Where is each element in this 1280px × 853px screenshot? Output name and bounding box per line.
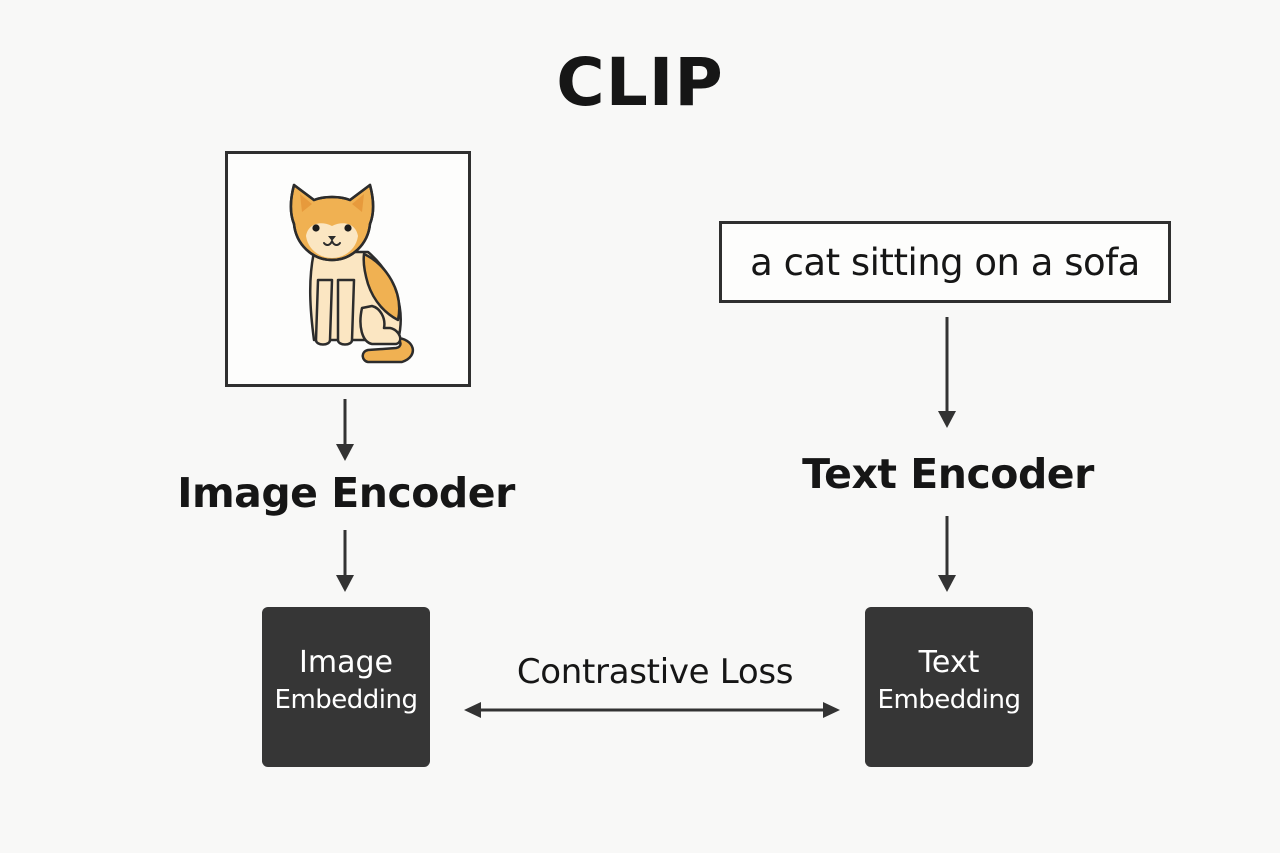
arrow-contrastive-loss-right-head <box>823 702 840 718</box>
image-embedding-label-line1: Image <box>299 645 393 680</box>
text-input-box: a cat sitting on a sofa <box>719 221 1171 303</box>
diagram-title: CLIP <box>556 44 724 121</box>
text-encoder-label: Text Encoder <box>802 450 1094 498</box>
text-embedding-box: Text Embedding <box>865 607 1033 767</box>
cat-icon <box>289 183 415 364</box>
arrow-image-to-encoder-head <box>336 444 354 461</box>
image-encoder-label: Image Encoder <box>177 469 515 517</box>
text-embedding-label-line2: Embedding <box>877 685 1021 715</box>
contrastive-loss-label: Contrastive Loss <box>516 652 794 692</box>
arrow-contrastive-loss-left-head <box>464 702 481 718</box>
image-embedding-box: Image Embedding <box>262 607 430 767</box>
image-input-box <box>225 151 471 387</box>
image-embedding-label-line2: Embedding <box>274 685 418 715</box>
caption-text: a cat sitting on a sofa <box>750 240 1140 284</box>
text-embedding-label-line1: Text <box>918 645 980 680</box>
arrow-image-encoder-to-embedding-head <box>336 575 354 592</box>
arrow-text-to-encoder-head <box>938 411 956 428</box>
arrow-text-encoder-to-embedding-head <box>938 575 956 592</box>
